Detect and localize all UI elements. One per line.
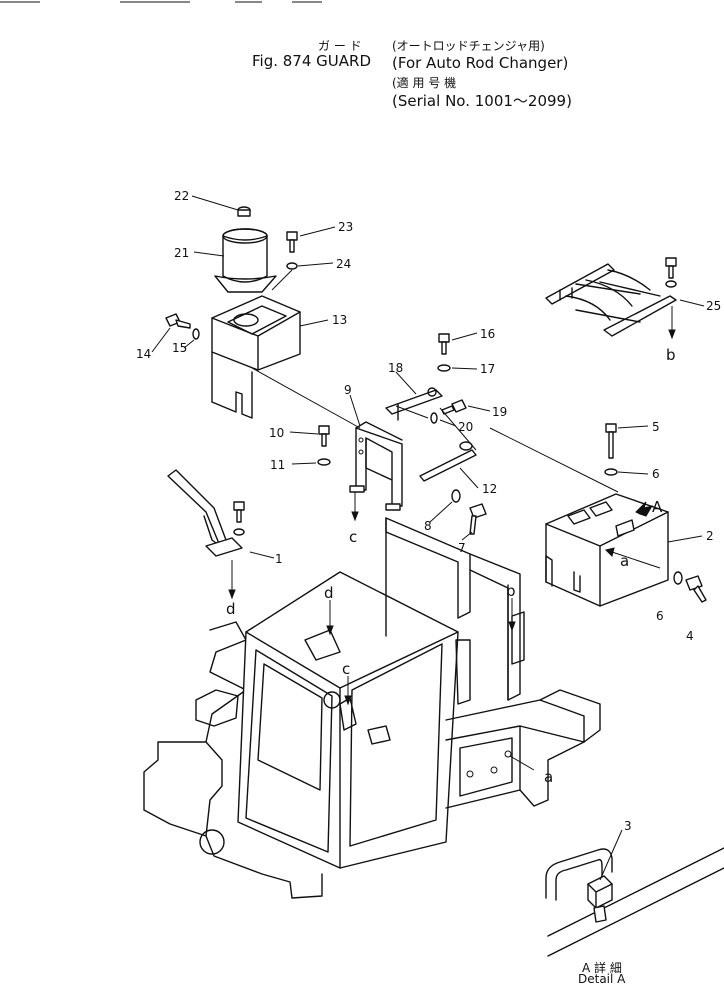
callout-13: 13 (332, 313, 347, 327)
callout-14: 14 (136, 347, 151, 361)
bolt-14 (165, 313, 191, 329)
callout-12: 12 (482, 482, 497, 496)
letter-b-frame: b (506, 582, 516, 600)
part-12-rod (419, 441, 477, 482)
callout-24: 24 (336, 257, 351, 271)
part-21-cylinder (214, 228, 277, 293)
part-9-bracket (349, 421, 403, 511)
callout-22: 22 (174, 189, 189, 203)
bolt-16 (438, 333, 450, 355)
washer-6-top (604, 468, 618, 476)
callout-9: 9 (344, 383, 352, 397)
callout-2: 2 (706, 529, 714, 543)
callout-8: 8 (424, 519, 432, 533)
letter-a-box: a (620, 552, 629, 570)
callout-7: 7 (458, 541, 466, 555)
bolt-4 (685, 575, 707, 603)
letter-b-rack: b (666, 346, 676, 364)
callout-5: 5 (652, 420, 660, 434)
callout-15: 15 (172, 341, 187, 355)
callout-19: 19 (492, 405, 507, 419)
serial-range: (Serial No. 1001～2099) (392, 92, 572, 110)
callout-18: 18 (388, 361, 403, 375)
cab-frame-assembly (143, 517, 601, 899)
bolt-5 (605, 423, 617, 459)
jp-title: ガ ー ド (318, 39, 362, 53)
detail-a-view (545, 847, 724, 957)
bolt-19 (441, 399, 467, 415)
application-note: (For Auto Rod Changer) (392, 54, 568, 72)
bolt-1 (233, 501, 245, 536)
washer-6-lower (673, 571, 683, 585)
callout-16: 16 (480, 327, 495, 341)
callout-10: 10 (269, 426, 284, 440)
washer-15 (192, 328, 200, 340)
letter-c-cab: c (342, 660, 350, 678)
hardware (165, 231, 707, 603)
washer-24 (286, 262, 298, 270)
callout-6-lower: 6 (656, 609, 664, 623)
callout-3: 3 (624, 819, 632, 833)
callout-11: 11 (270, 458, 285, 472)
callout-labels: 1 2 3 4 5 6 6 7 8 9 10 11 12 13 14 15 16… (136, 189, 721, 833)
washer-8 (451, 489, 461, 503)
callout-17: 17 (480, 362, 495, 376)
part-1-bracket (167, 469, 243, 557)
fig-title: Fig. 874 GUARD (252, 52, 371, 70)
callout-25: 25 (706, 299, 721, 313)
letter-d-cab: d (324, 584, 334, 602)
letter-a-frame: a (544, 768, 553, 786)
detail-caption: A 詳 細 Detail A (578, 960, 626, 985)
callout-6-top: 6 (652, 467, 660, 481)
callout-20: 20 (458, 420, 473, 434)
part-25-rack (545, 263, 677, 337)
leader-lines (151, 195, 705, 881)
callout-1: 1 (275, 552, 283, 566)
bolt-23 (286, 231, 298, 253)
part-13-guard-box (211, 295, 301, 419)
part-22-nut (237, 206, 251, 217)
letter-A-arrow: A (652, 498, 663, 516)
bolt-7 (469, 503, 487, 535)
jp-serial: (適 用 号 機 (392, 75, 456, 90)
washer-11 (317, 458, 331, 466)
letter-d-bracket: d (226, 600, 236, 618)
letter-c-bracket: c (349, 528, 357, 546)
figure-header: ガ ー ド Fig. 874 GUARD (オートロッドチェンジャ用) (For… (252, 39, 572, 110)
jp-application: (オートロッドチェンジャ用) (392, 39, 545, 53)
callout-4: 4 (686, 629, 694, 643)
washer-20 (430, 412, 438, 424)
detail-en: Detail A (578, 972, 626, 985)
bolt-10 (318, 425, 330, 447)
washer-17 (437, 364, 451, 372)
detail-jp: A 詳 細 (582, 960, 622, 975)
view-letters: a b c d A a b c d (226, 346, 676, 786)
bolt-25 (665, 257, 677, 288)
callout-21: 21 (174, 246, 189, 260)
callout-23: 23 (338, 220, 353, 234)
